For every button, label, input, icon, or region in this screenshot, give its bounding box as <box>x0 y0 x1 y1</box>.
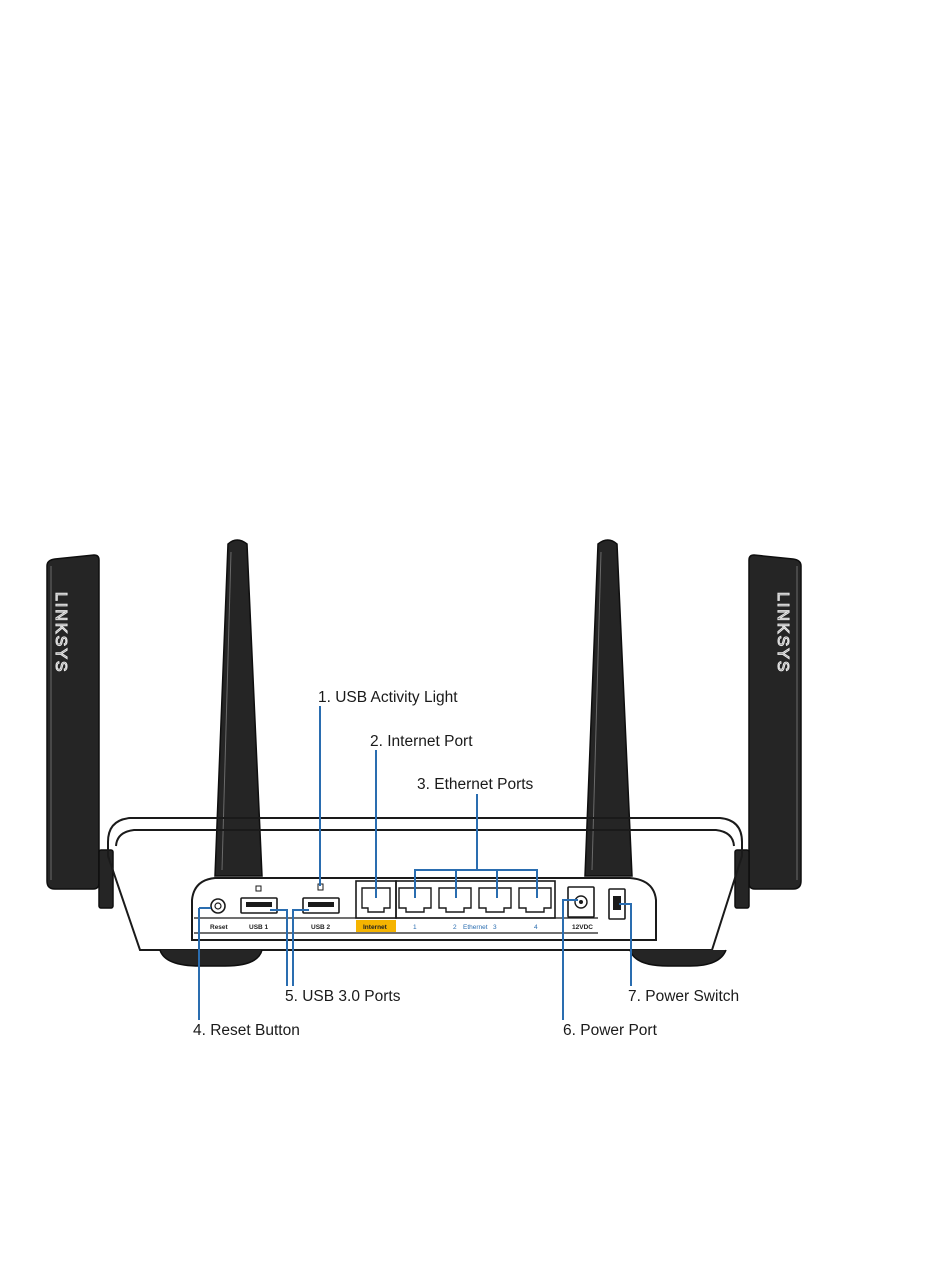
eth4-label: 4 <box>534 924 538 931</box>
brand-logo-right: LINKSYS <box>774 592 791 674</box>
left-paddle-antenna: LINKSYS <box>47 555 99 889</box>
usb-activity-light-usb1 <box>256 886 261 891</box>
antenna-center-left <box>215 540 262 876</box>
callout-internet-port: 2. Internet Port <box>370 733 473 750</box>
callout-power-switch: 7. Power Switch <box>628 988 739 1005</box>
usb2-label: USB 2 <box>311 924 331 931</box>
internet-label: Internet <box>363 924 388 931</box>
reset-label: Reset <box>210 924 229 931</box>
dc-label: 12VDC <box>572 924 593 931</box>
callout-usb-activity-light: 1. USB Activity Light <box>318 689 458 706</box>
brand-logo-left: LINKSYS <box>52 592 69 674</box>
callout-ethernet-ports: 3. Ethernet Ports <box>417 776 534 793</box>
ethernet-label: Ethernet <box>463 924 488 931</box>
callout-usb-ports: 5. USB 3.0 Ports <box>285 988 401 1005</box>
eth2-label: 2 <box>453 924 457 931</box>
eth3-label: 3 <box>493 924 497 931</box>
right-paddle-antenna: LINKSYS <box>749 555 801 889</box>
reset-button[interactable] <box>211 899 225 913</box>
callout-power-port: 6. Power Port <box>563 1022 658 1039</box>
callout-reset-button: 4. Reset Button <box>193 1022 300 1039</box>
antenna-center-right <box>585 540 632 876</box>
eth1-label: 1 <box>413 924 417 931</box>
ethernet-port-3[interactable] <box>479 888 511 912</box>
usb1-label: USB 1 <box>249 924 269 931</box>
power-port[interactable] <box>568 887 594 917</box>
leader-lines <box>199 706 631 1020</box>
ethernet-port-4[interactable] <box>519 888 551 912</box>
